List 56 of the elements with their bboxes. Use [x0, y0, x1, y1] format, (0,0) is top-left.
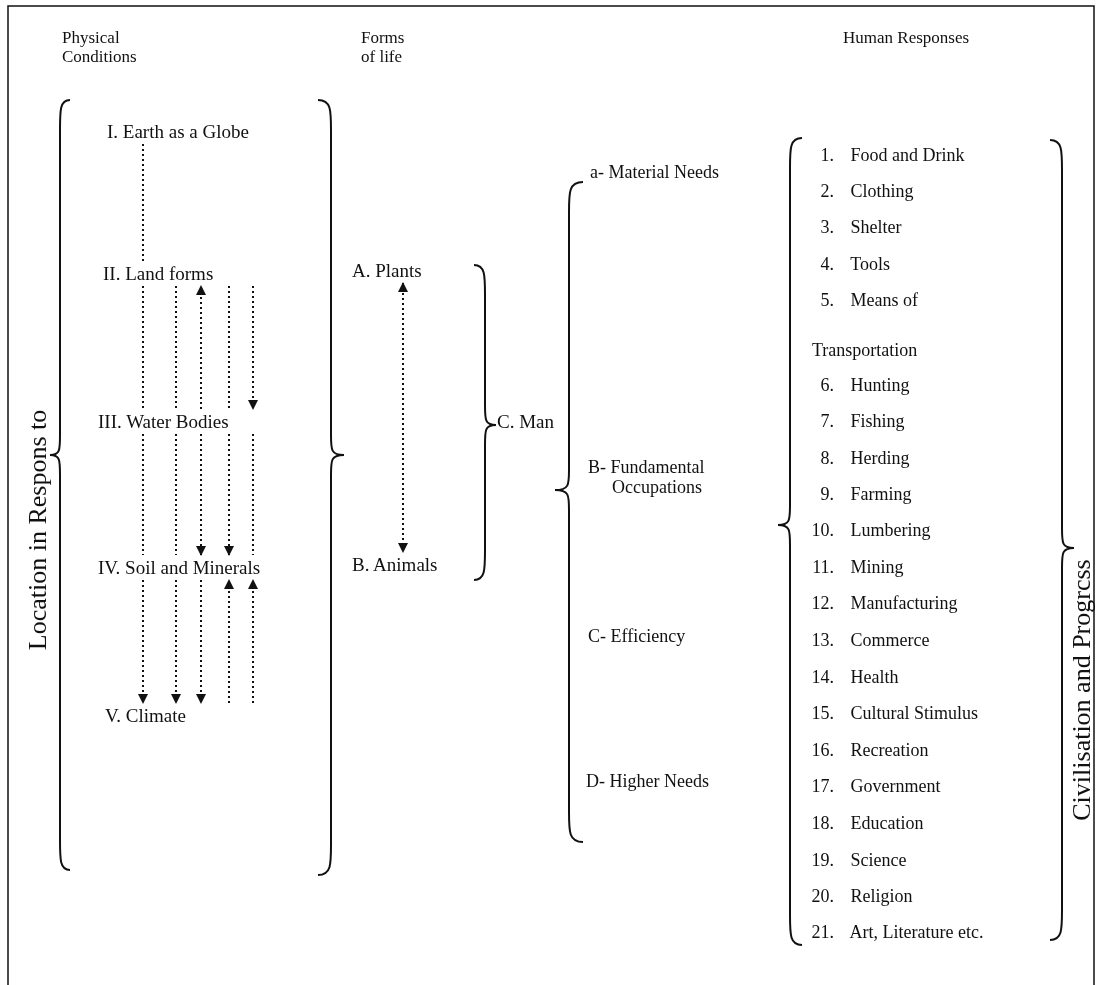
item-label: B. Animals [352, 553, 438, 576]
column-heading: Human Responses [843, 28, 970, 47]
dotted-line [175, 433, 177, 556]
list-item: 18. Education [810, 812, 924, 834]
dotted-arrow [196, 433, 206, 556]
dotted-line [252, 433, 254, 556]
list-item: 13. Commerce [810, 629, 930, 651]
item-label: I. Earth as a Globe [107, 120, 249, 143]
list-item: 17. Government [810, 775, 941, 797]
list-item: 9. Farming [819, 483, 912, 505]
group-label: C. Man [497, 410, 554, 433]
list-item: 20. Religion [810, 885, 913, 907]
list-item: 3. Shelter [819, 216, 902, 238]
dotted-arrow [138, 579, 148, 704]
list-item: 4. Tools [819, 253, 890, 275]
list-item: 11. Mining [811, 556, 904, 578]
dotted-line [142, 285, 144, 410]
category-label: D- Higher Needs [586, 771, 710, 791]
item-label: V. Climate [105, 704, 186, 727]
item-label: A. Plants [352, 259, 422, 282]
list-item: 5. Means of [819, 289, 918, 311]
list-item: 12. Manufacturing [810, 592, 958, 614]
list-item: 21. Art, Literature etc. [810, 921, 984, 943]
list-item: 14. Health [810, 666, 899, 688]
dotted-arrow [398, 282, 408, 553]
list-item: Transportation [812, 339, 918, 361]
category-label: B- Fundamental Occupations [588, 457, 706, 497]
dotted-arrow [224, 433, 234, 556]
list-item: 8. Herding [819, 447, 910, 469]
side-label: Location in Respons to [23, 409, 53, 651]
dotted-line [175, 285, 177, 410]
dotted-line [228, 285, 230, 410]
item-label: IV. Soil and Minerals [98, 556, 261, 579]
side-label: Civilisation and Progrcss [1067, 559, 1097, 821]
dotted-arrow [196, 579, 206, 704]
category-label: a- Material Needs [590, 162, 720, 182]
dotted-line [142, 143, 144, 262]
list-item: 6. Hunting [819, 374, 910, 396]
list-item: 2. Clothing [819, 180, 914, 202]
list-item: 16. Recreation [810, 739, 929, 761]
list-item: 19. Science [810, 849, 907, 871]
dotted-arrow [248, 285, 258, 410]
dotted-line [142, 433, 144, 556]
item-label: II. Land forms [103, 262, 214, 285]
column-heading: Forms of life [361, 28, 406, 66]
list-item: 15. Cultural Stimulus [810, 702, 978, 724]
list-item: 10. Lumbering [810, 519, 931, 541]
dotted-arrow [248, 579, 258, 704]
column-heading: Physical Conditions [62, 28, 138, 66]
category-label: C- Efficiency [588, 626, 687, 646]
list-item: 7. Fishing [819, 410, 905, 432]
dotted-arrow [196, 285, 206, 410]
dotted-arrow [171, 579, 181, 704]
list-item: 1. Food and Drink [819, 144, 965, 166]
item-label: III. Water Bodies [98, 410, 229, 433]
dotted-arrow [224, 579, 234, 704]
